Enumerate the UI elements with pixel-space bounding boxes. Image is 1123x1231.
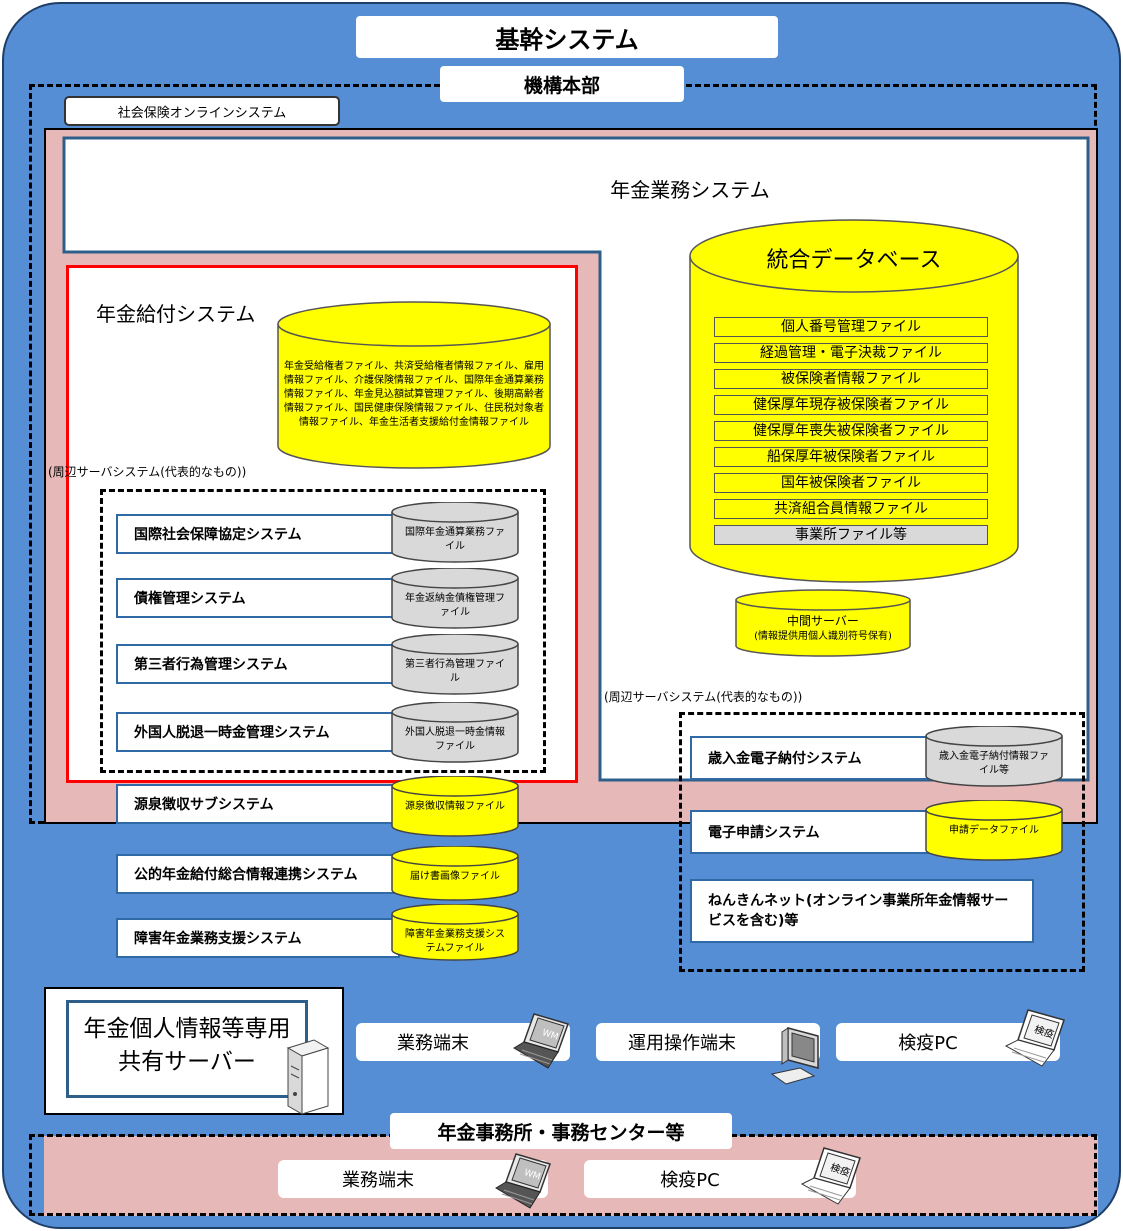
right-system-box: 歳入金電子納付システム <box>690 736 936 780</box>
office-quarantine-pc-label: 検疫PC <box>660 1170 720 1191</box>
benefit-database-text: 年金受給権者ファイル、共済受給権者情報ファイル、雇用情報ファイル、介護保険情報フ… <box>284 361 544 428</box>
database-file-row: 共済組合員情報ファイル <box>714 499 988 519</box>
right-system-db: 申請データファイル <box>924 800 1064 862</box>
middle-server-title: 中間サーバー <box>787 614 859 628</box>
office-area <box>44 1136 1098 1216</box>
desktop-pc-icon <box>770 1027 819 1085</box>
pension-benefit-system-label: 年金給付システム <box>96 302 256 326</box>
peripheral-label-left: (周辺サーバシステム(代表的なもの)) <box>48 465 247 479</box>
database-file-row: 個人番号管理ファイル <box>714 317 988 337</box>
page-title: 基幹システム <box>356 16 778 58</box>
office-business-terminal-label: 業務端末 <box>342 1170 414 1191</box>
left-system-db-label: 国際年金通算業務ファイル <box>405 527 505 552</box>
laptop-quarantine-icon: 検疫 <box>1004 1009 1065 1067</box>
left-system-db: 届け書画像ファイル <box>390 846 520 902</box>
middle-server-subtitle: (情報提供用個人識別符号保有) <box>754 631 892 642</box>
office-laptop-quarantine-icon: 検疫 <box>800 1147 861 1205</box>
left-system-db-label: 外国人脱退一時金情報ファイル <box>405 727 505 752</box>
left-system-db: 年金返納金債権管理ファイル <box>390 568 520 630</box>
left-system-db-label: 届け書画像ファイル <box>410 871 500 882</box>
left-system-db: 外国人脱退一時金情報ファイル <box>390 702 520 764</box>
left-system-box: 国際社会保障協定システム <box>116 514 400 554</box>
wm-badge: WM <box>541 1028 560 1043</box>
left-system-box: 外国人脱退一時金管理システム <box>116 712 400 752</box>
left-system-box: 債権管理システム <box>116 578 400 618</box>
left-system-db-label: 年金返納金債権管理ファイル <box>405 593 505 618</box>
left-system-db: 源泉徴収情報ファイル <box>390 776 520 838</box>
hq-quarantine-pc-label: 検疫PC <box>898 1033 958 1054</box>
left-system-box: 源泉徴収サブシステム <box>116 784 400 824</box>
office-quarantine-pc: 検疫PC <box>584 1160 856 1198</box>
nenkin-net-box: ねんきんネット(オンライン事業所年金情報サービスを含む)等 <box>690 879 1034 943</box>
hq-ops-terminal-label: 運用操作端末 <box>628 1033 736 1054</box>
hq-label: 機構本部 <box>440 66 684 102</box>
benefit-database: 年金受給権者ファイル、共済受給権者情報ファイル、雇用情報ファイル、介護保険情報フ… <box>276 300 552 470</box>
left-system-box: 障害年金業務支援システム <box>116 918 400 958</box>
shared-server-label: 年金個人情報等専用共有サーバー <box>66 1000 308 1098</box>
database-file-row: 健保厚年現存被保険者ファイル <box>714 395 988 415</box>
peripheral-systems-right <box>679 712 1085 972</box>
office-label: 年金事務所・事務センター等 <box>390 1113 732 1149</box>
server-icon <box>286 1039 330 1115</box>
left-system-box: 公的年金給付総合情報連携システム <box>116 854 400 894</box>
left-system-box: 第三者行為管理システム <box>116 644 400 684</box>
peripheral-systems-left <box>100 489 546 773</box>
left-system-db-label: 源泉徴収情報ファイル <box>405 801 505 812</box>
database-file-row: 健保厚年喪失被保険者ファイル <box>714 421 988 441</box>
database-file-row: 船保厚年被保険者ファイル <box>714 447 988 467</box>
right-system-db: 歳入金電子納付情報ファイル等 <box>924 726 1064 788</box>
integrated-database-title: 統合データベース <box>766 248 942 273</box>
office-wm-badge: WM <box>523 1168 542 1183</box>
left-system-db: 障害年金業務支援システムファイル <box>390 904 520 962</box>
office-laptop-wm-icon: WM <box>495 1153 551 1209</box>
left-system-db: 国際年金通算業務ファイル <box>390 502 520 564</box>
peripheral-label-right: (周辺サーバシステム(代表的なもの)) <box>604 690 803 704</box>
pension-business-system-label: 年金業務システム <box>610 178 770 202</box>
left-system-db-label: 障害年金業務支援システムファイル <box>405 929 505 954</box>
hq-business-terminal-label: 業務端末 <box>397 1033 469 1054</box>
right-system-db-label: 歳入金電子納付情報ファイル等 <box>939 751 1049 776</box>
integrated-database: 統合データベース 個人番号管理ファイル経過管理・電子決裁ファイル被保険者情報ファ… <box>688 216 1020 586</box>
right-system-db-label: 申請データファイル <box>949 825 1039 836</box>
database-file-row: 経過管理・電子決裁ファイル <box>714 343 988 363</box>
online-system-label: 社会保険オンラインシステム <box>64 96 340 126</box>
database-file-row: 被保険者情報ファイル <box>714 369 988 389</box>
database-file-row: 国年被保険者ファイル <box>714 473 988 493</box>
database-file-row-last: 事業所ファイル等 <box>714 525 988 545</box>
right-system-box: 電子申請システム <box>690 810 936 854</box>
left-system-db: 第三者行為管理ファイル <box>390 634 520 696</box>
middle-server: 中間サーバー (情報提供用個人識別符号保有) <box>734 588 912 658</box>
left-system-db-label: 第三者行為管理ファイル <box>405 659 505 684</box>
laptop-wm-icon: WM <box>513 1013 569 1069</box>
